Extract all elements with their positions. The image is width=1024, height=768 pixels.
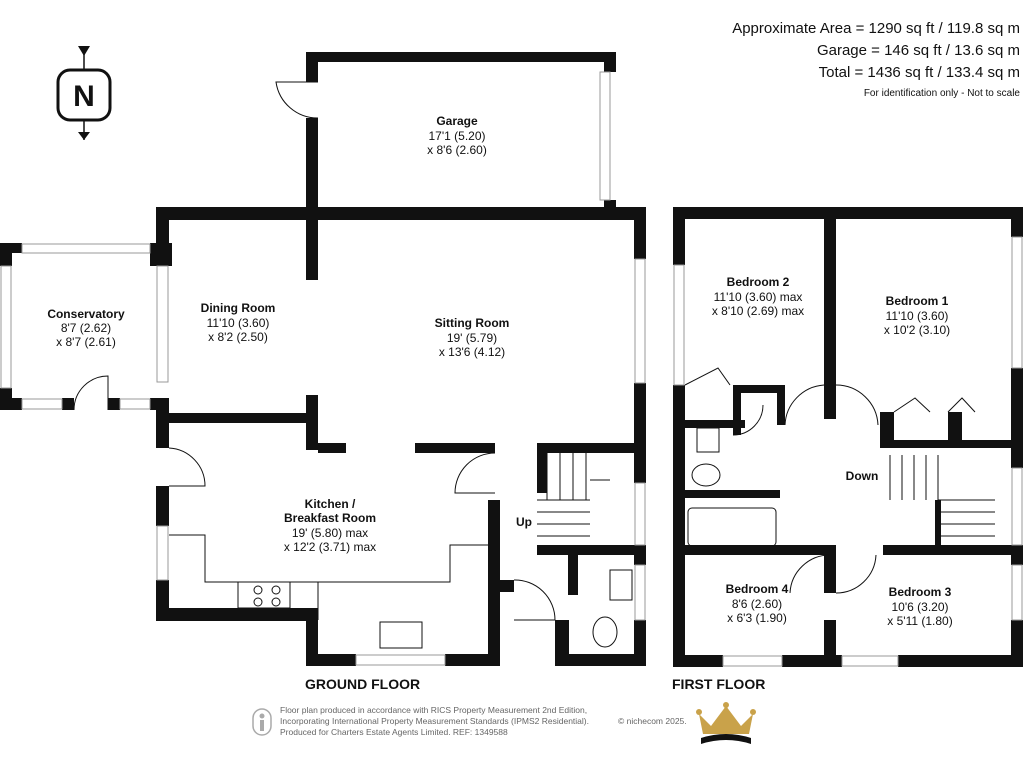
first-floor-title: FIRST FLOOR xyxy=(672,676,765,692)
bed3-name: Bedroom 3 xyxy=(889,585,952,599)
footer-line1: Floor plan produced in accordance with R… xyxy=(280,705,588,715)
kitchen-name: Kitchen / xyxy=(305,497,356,511)
bed1-name: Bedroom 1 xyxy=(886,294,949,308)
bed2-dim2: x 8'10 (2.69) max xyxy=(712,304,804,318)
area-total: Total = 1436 sq ft / 133.4 sq m xyxy=(818,64,1020,81)
area-summary: Approximate Area = 1290 sq ft / 119.8 sq… xyxy=(732,18,1020,102)
person-info-icon xyxy=(252,708,272,736)
stairs-down-label: Down xyxy=(846,469,879,483)
sitting-name: Sitting Room xyxy=(435,316,510,330)
floor-titles: GROUND FLOOR FIRST FLOOR xyxy=(305,676,765,692)
bed4-dim1: 8'6 (2.60) xyxy=(732,597,782,611)
kitchen-name2: Breakfast Room xyxy=(284,511,376,525)
footer-line3: Produced for Charters Estate Agents Limi… xyxy=(280,727,508,737)
conservatory-name: Conservatory xyxy=(47,307,125,321)
dining-name: Dining Room xyxy=(201,301,276,315)
footer-notes: Floor plan produced in accordance with R… xyxy=(280,705,610,738)
windows xyxy=(0,71,1023,667)
ground-floor-title: GROUND FLOOR xyxy=(305,676,420,692)
staircase-first xyxy=(889,455,995,537)
copyright: © nichecom 2025. xyxy=(618,716,687,726)
bed3-dim2: x 5'11 (1.80) xyxy=(887,614,952,628)
compass-letter: N xyxy=(73,80,95,113)
bed2-dim1: 11'10 (3.60) max xyxy=(714,290,803,304)
kitchen-dim1: 19' (5.80) max xyxy=(292,526,368,540)
dining-dim2: x 8'2 (2.50) xyxy=(208,330,268,344)
stairs-up-label: Up xyxy=(516,515,532,529)
kitchen-dim2: x 12'2 (3.71) max xyxy=(284,540,376,554)
bed3-dim1: 10'6 (3.20) xyxy=(892,600,949,614)
conservatory-dim1: 8'7 (2.62) xyxy=(61,321,111,335)
ground-floor-walls xyxy=(0,52,646,666)
dining-dim1: 11'10 (3.60) xyxy=(207,316,270,330)
scale-note: For identification only - Not to scale xyxy=(863,88,1020,99)
garage-dim1: 17'1 (5.20) xyxy=(429,129,486,143)
area-garage: Garage = 146 sq ft / 13.6 sq m xyxy=(816,42,1020,59)
conservatory-dim2: x 8'7 (2.61) xyxy=(56,335,116,349)
bed1-dim1: 11'10 (3.60) xyxy=(886,309,949,323)
north-arrow-icon: N xyxy=(56,46,112,140)
bed4-name: Bedroom 4 xyxy=(726,582,789,596)
fixtures xyxy=(169,427,777,649)
footer-line2: Incorporating International Property Mea… xyxy=(280,716,589,726)
bed1-dim2: x 10'2 (3.10) xyxy=(884,323,950,337)
sitting-dim1: 19' (5.79) xyxy=(447,331,497,345)
bed4-dim2: x 6'3 (1.90) xyxy=(727,611,787,625)
garage-dim2: x 8'6 (2.60) xyxy=(427,143,487,157)
sitting-dim2: x 13'6 (4.12) xyxy=(439,345,505,359)
room-labels: Garage 17'1 (5.20) x 8'6 (2.60) Conserva… xyxy=(47,114,952,628)
crown-logo-icon xyxy=(696,702,756,744)
staircase-ground xyxy=(537,453,610,537)
area-approx: Approximate Area = 1290 sq ft / 119.8 sq… xyxy=(732,20,1020,37)
doors xyxy=(73,81,976,621)
garage-name: Garage xyxy=(436,114,478,128)
first-floor-walls xyxy=(673,207,1023,667)
bed2-name: Bedroom 2 xyxy=(727,275,790,289)
